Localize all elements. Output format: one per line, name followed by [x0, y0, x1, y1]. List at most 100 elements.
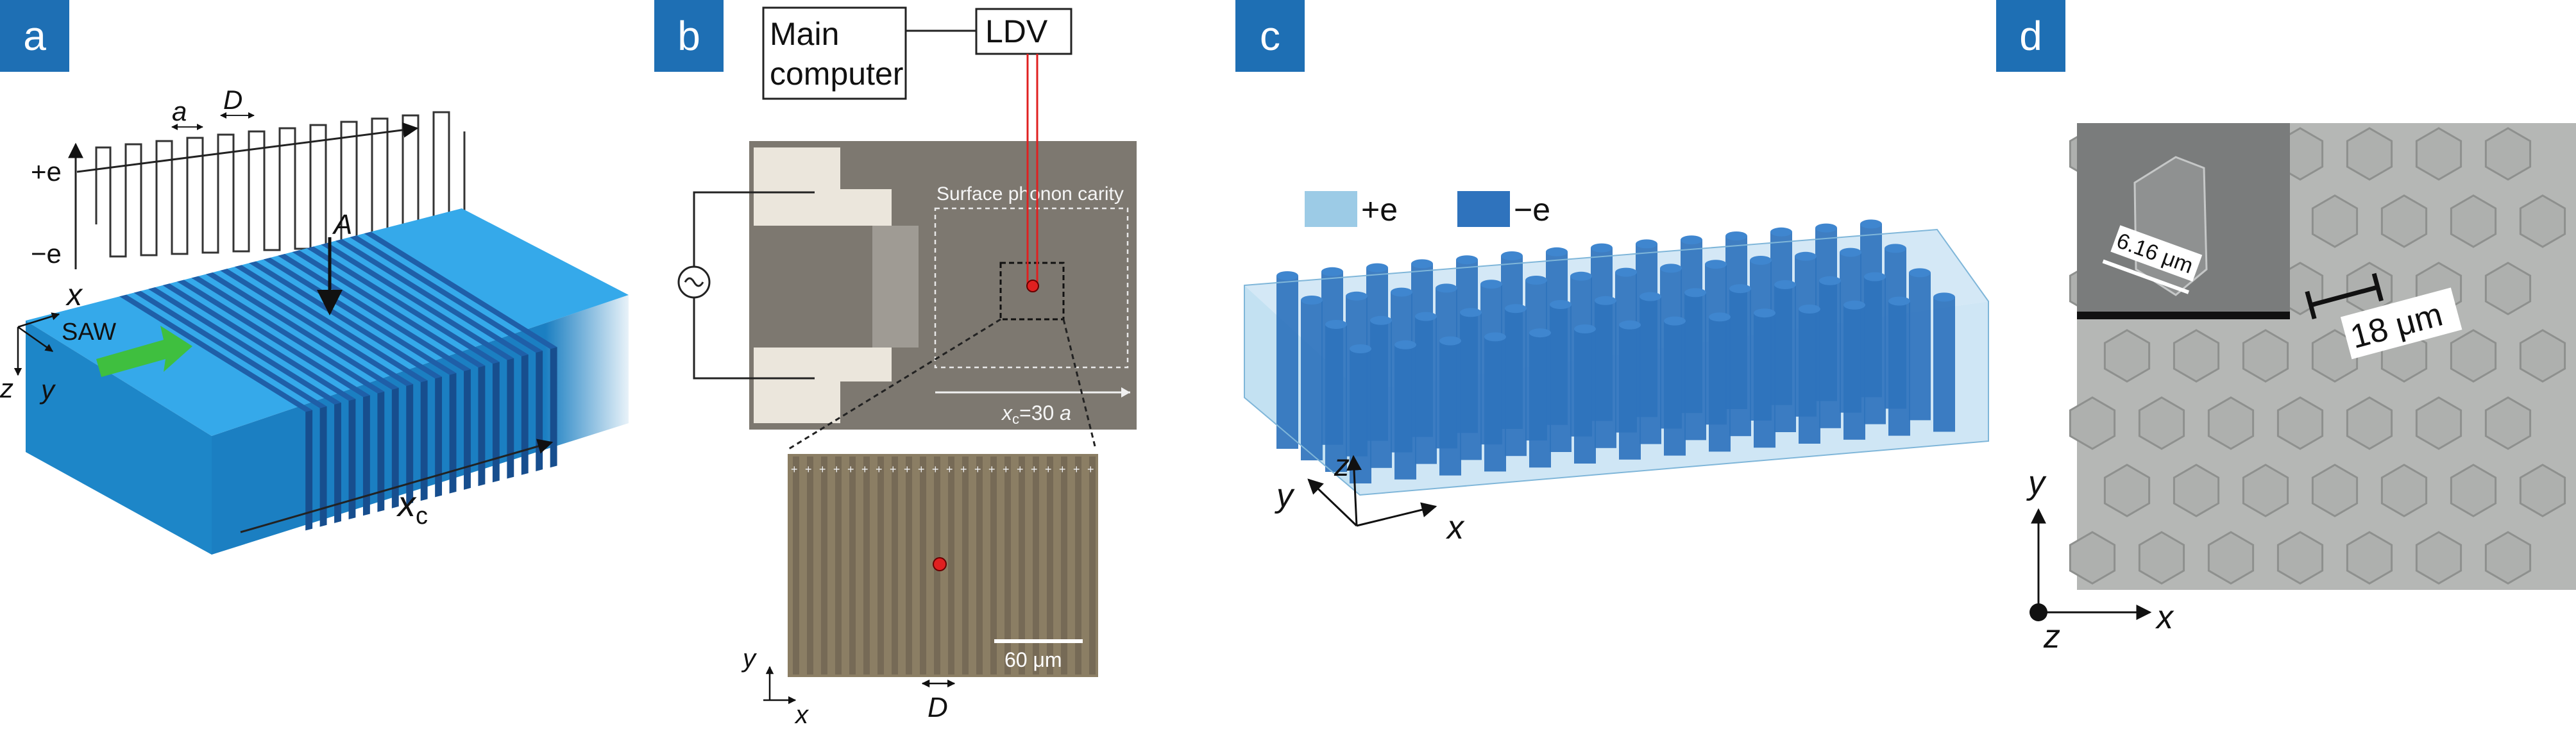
legend-label-plus: +e — [1361, 192, 1398, 228]
label-saw: SAW — [62, 319, 116, 346]
pillar-top — [1321, 267, 1343, 276]
hexagon — [2519, 194, 2566, 248]
pillar — [1888, 301, 1910, 436]
hexagon — [2415, 396, 2462, 450]
pillar-top — [1415, 312, 1437, 321]
pillar-top — [1325, 320, 1347, 329]
axis-z-c — [1346, 455, 1362, 526]
zoom-stripe — [892, 457, 898, 675]
hexagon — [2173, 329, 2220, 383]
zoom-stripe-plus: + — [819, 463, 826, 476]
zoom-stripe-plus: + — [946, 463, 953, 476]
pillar — [1619, 324, 1641, 460]
pillar — [1864, 276, 1886, 424]
main-scale-tick-l — [2305, 290, 2317, 320]
axis-x-c — [1356, 502, 1437, 527]
hexagon — [2380, 464, 2428, 517]
pillar-top — [1864, 272, 1886, 281]
pillar-top — [1795, 251, 1817, 261]
axis-origin-d — [2029, 603, 2047, 621]
pillar — [1574, 329, 1596, 464]
electrode-stripe-side — [478, 365, 486, 487]
pillar — [1729, 289, 1751, 437]
zoom-stripe — [821, 457, 827, 675]
pillar-top — [1684, 288, 1706, 297]
label-A: A — [332, 209, 352, 240]
electrode-stripe — [220, 269, 414, 386]
zoom-stripe — [807, 457, 813, 675]
pillar — [1933, 297, 1955, 432]
label-axis-x-c: x — [1445, 509, 1465, 546]
electrode-stripe-side — [507, 358, 514, 479]
zoom-stripe-plus: + — [791, 463, 798, 476]
hexagon — [2103, 329, 2151, 383]
pillar-top — [1819, 276, 1841, 285]
pillar — [1529, 333, 1551, 468]
hexagon — [2484, 396, 2532, 450]
pillar — [1415, 316, 1437, 464]
ldv-box — [975, 8, 1072, 55]
zoom-stripe — [948, 457, 954, 675]
zoom-line-left — [788, 318, 1001, 450]
zoom-stripe-plus: + — [1003, 463, 1010, 476]
zoom-stripe — [1089, 457, 1096, 675]
electrode-stripe — [133, 290, 327, 408]
electrode-pad-bottom — [754, 348, 892, 423]
pillar-top — [1774, 280, 1796, 289]
zoom-stripe-plus: + — [890, 463, 897, 476]
pillar-top — [1595, 296, 1616, 305]
electrode-stripe — [119, 294, 313, 412]
pillar-top — [1636, 239, 1657, 249]
pillar — [1774, 285, 1796, 432]
hexagon — [2276, 396, 2324, 450]
pillar-top — [1705, 260, 1727, 269]
zoom-region — [999, 262, 1065, 321]
waveform-axis — [76, 122, 419, 173]
zoom-stripe-plus: + — [876, 463, 883, 476]
pillar-top — [1615, 267, 1637, 277]
hexagon — [2519, 464, 2566, 517]
hexagon — [2346, 531, 2393, 585]
pillar-top — [1546, 247, 1568, 256]
main-scale-tick-r — [2371, 272, 2384, 302]
electrode-stripe — [205, 272, 399, 390]
electrode-stripe-side — [334, 403, 341, 523]
pillar-top — [1885, 244, 1906, 253]
hexagon — [2276, 531, 2324, 585]
pillar-top — [1570, 271, 1592, 281]
pillar-top — [1505, 304, 1527, 314]
cavity-region — [934, 207, 1129, 369]
zoom-stripe-plus: + — [861, 463, 869, 476]
label-axis-z-c: z — [1334, 449, 1350, 483]
legend-swatch-minus — [1457, 191, 1510, 227]
electrode-stripe — [292, 250, 486, 368]
pillar-top — [1484, 332, 1506, 342]
pillar-top — [1391, 287, 1412, 297]
pillar — [1754, 313, 1775, 448]
electrode-stripe — [364, 231, 557, 349]
pillar — [1595, 300, 1616, 448]
panel-tag-d: d — [1996, 0, 2065, 72]
zoom-stripe-plus: + — [847, 463, 854, 476]
panel-a: a D +e −e SAW A x y z xc — [0, 85, 629, 555]
zoom-stripe-plus: + — [1031, 463, 1038, 476]
zoom-stripe-plus: + — [988, 463, 996, 476]
zoom-laser-spot — [933, 557, 947, 571]
zoom-stripe-plus: + — [974, 463, 981, 476]
electrode-stripe-side — [362, 395, 370, 516]
zoom-stripe-plus: + — [918, 463, 925, 476]
main-computer-box — [762, 6, 907, 100]
zoom-stripe — [877, 457, 884, 675]
pillar-top — [1840, 247, 1861, 257]
pillar-top — [1370, 315, 1392, 325]
pillar-top — [1439, 336, 1461, 346]
pillar — [1684, 292, 1706, 440]
electrode-stripe-side — [420, 380, 428, 501]
inset-info-bar — [2077, 312, 2290, 319]
main-scale-bar — [2310, 285, 2378, 308]
electrode-stripe — [278, 254, 471, 371]
zoom-stripe — [976, 457, 983, 675]
pillar — [1370, 320, 1392, 468]
electrode-stripe — [148, 287, 341, 405]
pillar — [1709, 317, 1731, 452]
